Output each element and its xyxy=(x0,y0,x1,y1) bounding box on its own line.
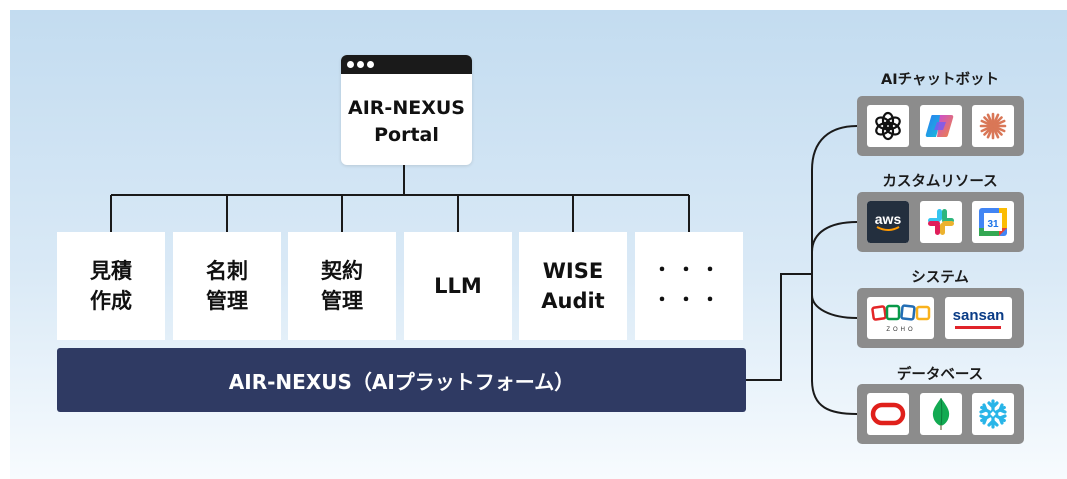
sansan-underline xyxy=(955,325,1002,329)
module-wise-audit: WISE Audit xyxy=(519,232,627,340)
window-dot-icon xyxy=(347,61,354,68)
platform-label: AIR-NEXUS（AIプラットフォーム） xyxy=(228,369,575,394)
zoho-logo-text: ZOHO xyxy=(886,327,915,333)
aws-logo-icon: aws xyxy=(867,201,909,243)
module-label-line1: 契約 xyxy=(321,259,363,283)
group-custom-resources: aws 31 xyxy=(857,192,1024,252)
chatgpt-logo-icon xyxy=(867,105,909,147)
module-label-line1: WISE xyxy=(542,259,604,283)
ellipsis-row: ・・・ xyxy=(653,260,725,281)
snowflake-logo-icon xyxy=(972,393,1014,435)
module-label-line2: 管理 xyxy=(321,289,363,313)
module-business-card: 名刺管理 xyxy=(173,232,281,340)
module-label-line1: LLM xyxy=(434,274,482,298)
module-label-line2: 管理 xyxy=(206,289,248,313)
mongodb-logo-icon xyxy=(920,393,962,435)
module-label-line2: 作成 xyxy=(90,289,132,313)
zoho-logo-icon: ZOHO xyxy=(867,297,934,339)
group-label-system: システム xyxy=(911,270,969,286)
ellipsis-row: ・・・ xyxy=(653,290,725,311)
gcal-logo-text: 31 xyxy=(987,219,999,230)
group-database xyxy=(857,384,1024,444)
module-estimate: 見積作成 xyxy=(57,232,165,340)
module-label-line2: Audit xyxy=(541,289,605,313)
platform-bar: AIR-NEXUS（AIプラットフォーム） xyxy=(57,348,746,412)
module-more: ・・・・・・ xyxy=(635,232,743,340)
portal-title-line1: AIR-NEXUS xyxy=(348,97,465,119)
window-dot-icon xyxy=(357,61,364,68)
module-label-line1: 見積 xyxy=(90,259,132,283)
copilot-logo-icon xyxy=(920,105,962,147)
group-label-custom-resources: カスタムリソース xyxy=(882,174,998,190)
aws-logo-text: aws xyxy=(874,211,902,227)
module-llm: LLM xyxy=(404,232,512,340)
portal-title-line2: Portal xyxy=(374,124,439,146)
group-label-ai-chatbot: AIチャットボット xyxy=(881,72,999,88)
window-titlebar xyxy=(341,55,472,74)
module-contract: 契約管理 xyxy=(288,232,396,340)
group-system: ZOHO sansan xyxy=(857,288,1024,348)
sansan-logo-icon: sansan xyxy=(945,297,1012,339)
portal-title: AIR-NEXUS Portal xyxy=(341,95,472,149)
oracle-logo-icon xyxy=(867,393,909,435)
portal-window: AIR-NEXUS Portal xyxy=(341,55,472,165)
google-calendar-logo-icon: 31 xyxy=(972,201,1014,243)
group-ai-chatbot xyxy=(857,96,1024,156)
group-label-database: データベース xyxy=(896,367,984,383)
window-dot-icon xyxy=(367,61,374,68)
claude-logo-icon xyxy=(972,105,1014,147)
module-label-line1: 名刺 xyxy=(206,259,248,283)
sansan-logo-text: sansan xyxy=(952,306,1005,324)
slack-logo-icon xyxy=(920,201,962,243)
